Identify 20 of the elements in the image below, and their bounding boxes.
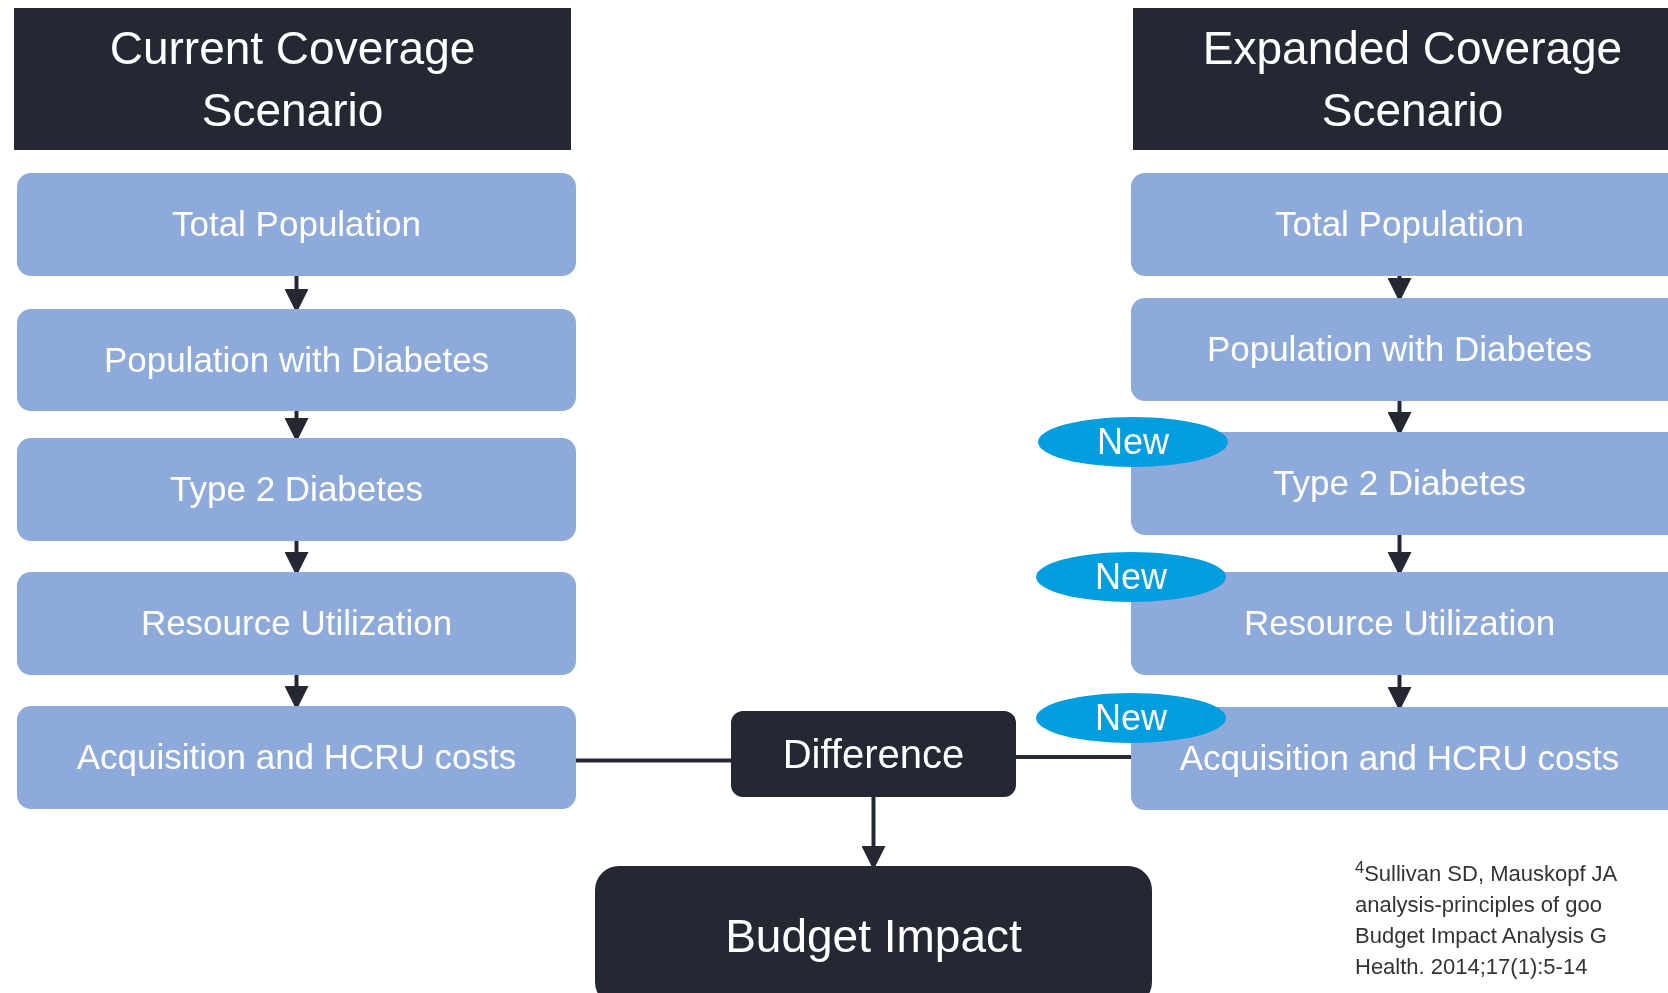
scenario-header: Current Coverage Scenario	[14, 8, 571, 150]
process-box: Resource Utilization	[17, 572, 576, 675]
difference-box: Difference	[731, 711, 1016, 797]
citation-text: analysis-principles of goo	[1355, 891, 1604, 919]
process-box: Population with Diabetes	[1131, 298, 1668, 401]
citation-text: Health. 2014;17(1):5-14	[1355, 953, 1589, 981]
process-box: Acquisition and HCRU costs	[17, 706, 576, 809]
citation-text: Budget Impact Analysis G	[1355, 922, 1608, 950]
process-box: Population with Diabetes	[17, 309, 576, 411]
new-badge: New	[1038, 417, 1228, 467]
connector-line	[576, 758, 731, 763]
process-box: Total Population	[1131, 173, 1668, 276]
citation-text: $^{4}$Sullivan SD, Mauskopf JA	[1355, 858, 1618, 888]
result-box: Budget Impact	[595, 866, 1152, 993]
connector-line	[1016, 755, 1131, 759]
new-badge: New	[1036, 552, 1226, 602]
process-box: Type 2 Diabetes	[17, 438, 576, 541]
scenario-header: Expanded Coverage Scenario	[1133, 8, 1668, 150]
new-badge: New	[1036, 693, 1226, 743]
process-box: Total Population	[17, 173, 576, 276]
